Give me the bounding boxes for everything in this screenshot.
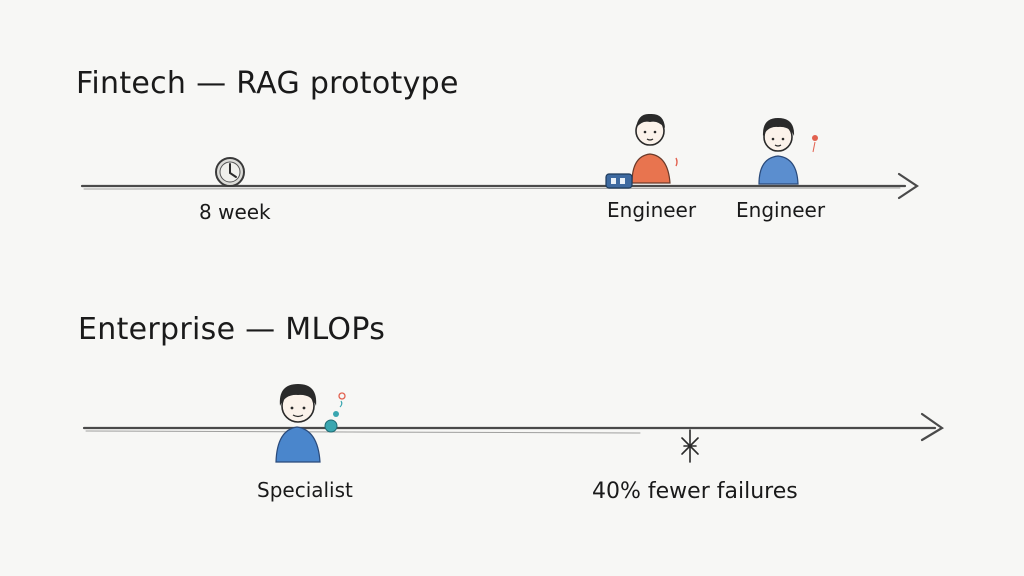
timeline-1-title: Fintech — RAG prototype [76,66,459,101]
engineer-blue-icon [758,118,818,185]
timeline-2-axis [82,412,945,442]
marker-label-specialist: Specialist [257,478,353,502]
clock-icon [215,157,245,187]
marker-label-fewer-failures: 40% fewer failures [592,479,798,504]
engineer-orange-icon [631,113,678,184]
marker-label-8-week: 8 week [199,200,271,224]
marker-label-engineer-1: Engineer [607,198,697,222]
marker-label-engineer-2: Engineer [736,198,826,222]
asterisk-icon [681,429,699,463]
laptop-icon [605,173,633,189]
specialist-icon [275,384,346,463]
timeline-1-axis [80,172,919,200]
timeline-2-title: Enterprise — MLOPs [78,312,386,347]
